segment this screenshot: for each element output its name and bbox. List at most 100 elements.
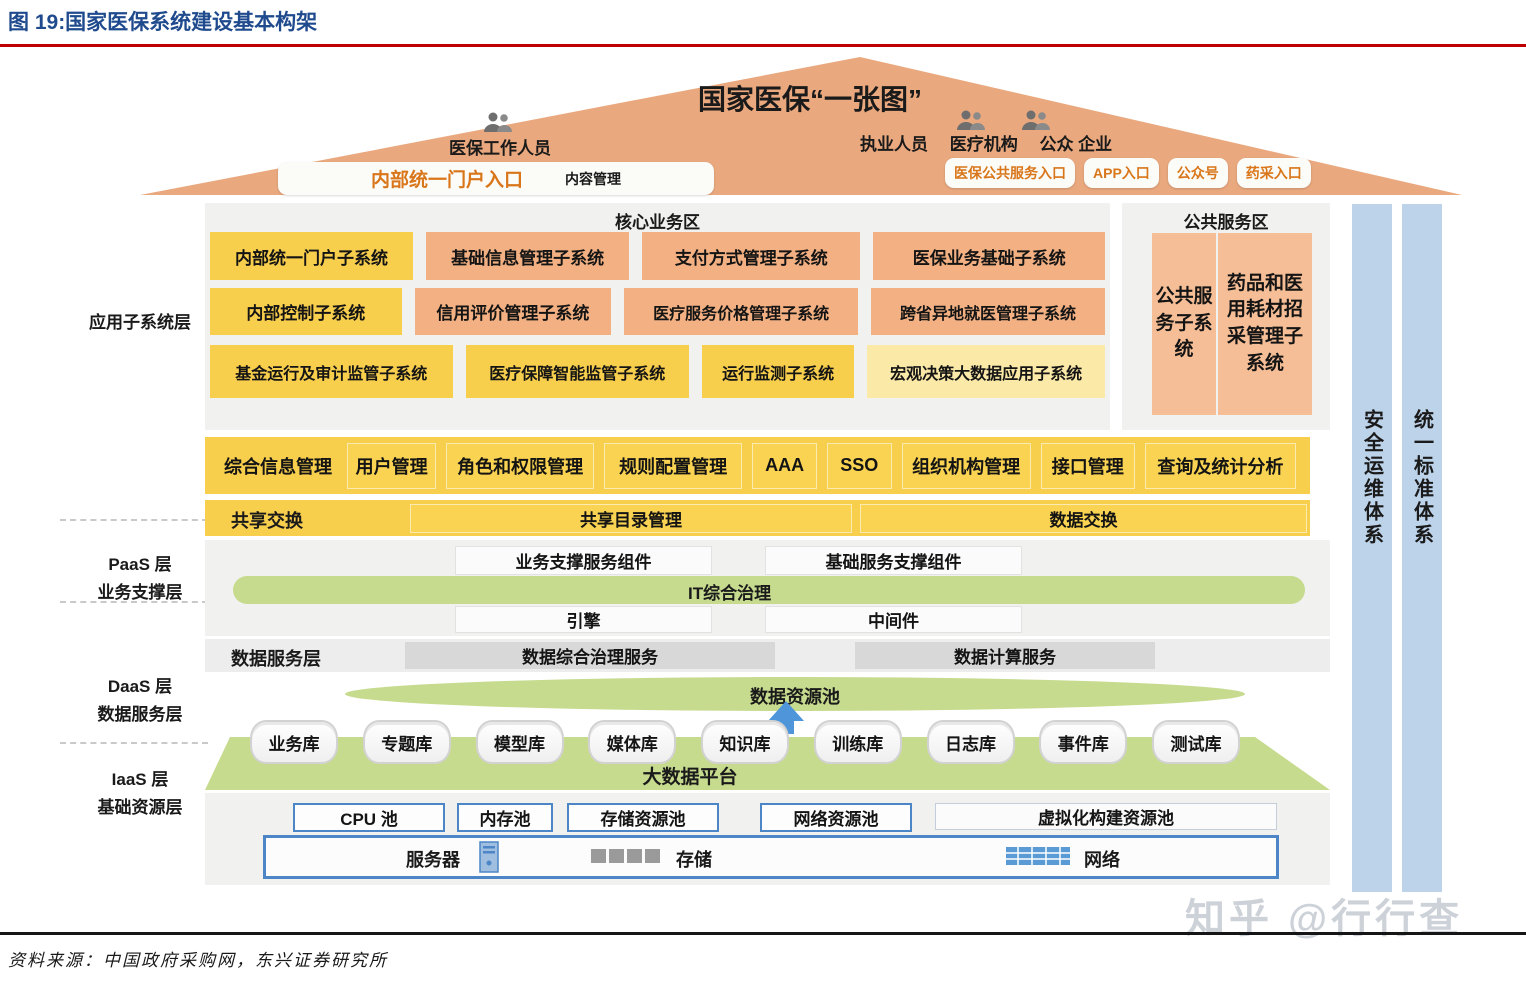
database-cylinder: 知识库	[701, 720, 789, 764]
layer-label-data-service: 数据服务层	[97, 705, 183, 724]
share-exchange-row: 共享交换 共享目录管理 数据交换	[205, 500, 1310, 536]
management-box: 角色和权限管理	[446, 442, 594, 489]
database-cylinder: 模型库	[475, 720, 564, 764]
title-rule	[0, 44, 1526, 47]
network-label: 网络	[1084, 850, 1120, 870]
database-cylinder: 媒体库	[588, 720, 677, 764]
database-cylinder: 测试库	[1152, 720, 1240, 764]
entrance-public-service: 医保公共服务入口	[945, 158, 1075, 188]
server-label: 服务器	[406, 850, 460, 870]
management-box: 规则配置管理	[603, 442, 743, 489]
roof-staff-label: 医保工作人员	[449, 139, 551, 158]
drug-procurement-subsystem-box: 药品和医用耗材招采管理子系统	[1218, 233, 1312, 415]
unified-standard-bar: 统一标准体系	[1402, 204, 1442, 892]
server-icon	[479, 841, 499, 873]
layer-divider	[60, 601, 208, 603]
subsystem-box: 医疗服务价格管理子系统	[624, 288, 859, 335]
subsystem-box: 基金运行及审计监管子系统	[210, 345, 453, 398]
data-exchange-box: 数据交换	[860, 504, 1307, 533]
memory-pool-box: 内存池	[457, 803, 553, 832]
big-data-platform-label: 大数据平台	[642, 767, 738, 788]
subsystem-box: 医保业务基础子系统	[873, 232, 1105, 280]
staff-people-icon	[484, 112, 512, 132]
data-pool-ellipse	[345, 677, 1245, 711]
watermark: 知乎 @行行查	[1185, 897, 1464, 941]
virtualization-pool-box: 虚拟化构建资源池	[935, 803, 1277, 830]
layer-label-application: 应用子系统层	[89, 313, 191, 332]
roof-title: 国家医保“一张图”	[697, 84, 922, 115]
subsystem-box: 基础信息管理子系统	[426, 232, 630, 280]
database-cylinder: 业务库	[250, 720, 338, 764]
core-row-1: 内部统一门户子系统 基础信息管理子系统 支付方式管理子系统 医保业务基础子系统	[210, 232, 1105, 280]
data-service-row: 数据服务层 数据综合治理服务 数据计算服务	[205, 639, 1330, 672]
layer-label-iaas: IaaS 层	[111, 770, 169, 789]
footer-rule	[0, 932, 1526, 935]
management-box: 查询及统计分析	[1144, 442, 1296, 489]
management-box: 用户管理	[346, 442, 437, 489]
engine-box: 引擎	[455, 606, 712, 633]
share-exchange-label: 共享交换	[231, 511, 303, 531]
layer-divider	[60, 742, 208, 744]
subsystem-box: 运行监测子系统	[702, 345, 855, 398]
it-governance-label: IT综合治理	[688, 584, 772, 603]
database-cylinder: 专题库	[362, 720, 451, 764]
subsystem-box: 信用评价管理子系统	[414, 288, 612, 335]
subsystem-box: 宏观决策大数据应用子系统	[867, 345, 1105, 398]
security-operation-label: 安全运维体系	[1360, 409, 1383, 547]
data-computing-service-box: 数据计算服务	[855, 642, 1155, 669]
cpu-pool-box: CPU 池	[293, 803, 445, 832]
internal-portal-pill: 内部统一门户入口 内容管理	[278, 162, 714, 195]
management-box: AAA	[752, 442, 817, 489]
public-service-panel: 公共服务区 公共服务子系统 药品和医用耗材招采管理子系统	[1122, 203, 1330, 430]
data-governance-service-box: 数据综合治理服务	[405, 642, 775, 669]
core-row-2: 内部控制子系统 信用评价管理子系统 医疗服务价格管理子系统 跨省异地就医管理子系…	[210, 288, 1106, 335]
figure-title: 图 19:国家医保系统建设基本构架	[8, 11, 318, 34]
core-row-3: 基金运行及审计监管子系统 医疗保障智能监管子系统 运行监测子系统 宏观决策大数据…	[210, 345, 1105, 398]
up-arrow-icon	[768, 701, 804, 734]
hardware-box: 服务器 存储 网络	[263, 835, 1279, 879]
business-support-components-box: 业务支撑服务组件	[455, 546, 712, 575]
layer-label-daas: DaaS 层	[107, 677, 173, 696]
network-icon	[1006, 847, 1070, 865]
public-service-title: 公共服务区	[1183, 213, 1269, 232]
layer-label-paas: PaaS 层	[108, 555, 172, 574]
data-pool-label: 数据资源池	[750, 687, 840, 707]
subsystem-box: 跨省异地就医管理子系统	[871, 288, 1106, 335]
storage-icon	[591, 849, 660, 863]
core-business-panel: 核心业务区 内部统一门户子系统 基础信息管理子系统 支付方式管理子系统 医保业务…	[205, 203, 1110, 430]
management-box: 组织机构管理	[901, 442, 1031, 489]
unified-standard-label: 统一标准体系	[1410, 409, 1433, 547]
database-cylinder: 训练库	[813, 720, 902, 764]
internal-portal-label: 内部统一门户入口	[370, 170, 523, 191]
storage-label: 存储	[676, 850, 712, 870]
paas-panel: 业务支撑服务组件 基础服务支撑组件 IT综合治理 引擎 中间件	[205, 540, 1330, 636]
share-catalog-box: 共享目录管理	[410, 504, 852, 533]
database-row: 业务库 专题库 模型库 媒体库 知识库 训练库 日志库 事件库 测试库	[250, 720, 1240, 764]
middleware-box: 中间件	[765, 606, 1022, 633]
network-pool-box: 网络资源池	[760, 803, 912, 832]
layer-divider	[60, 519, 208, 521]
management-row-label: 综合信息管理	[223, 456, 332, 477]
entrance-official-account: 公众号	[1167, 158, 1228, 188]
subsystem-box: 内部统一门户子系统	[210, 232, 414, 280]
storage-pool-box: 存储资源池	[567, 803, 719, 832]
entrance-pills: 医保公共服务入口 APP入口 公众号 药采入口	[945, 158, 1311, 188]
layer-label-business-support: 业务支撑层	[97, 583, 183, 602]
roof-users-label: 执业人员 医疗机构 公众 企业	[860, 135, 1113, 154]
security-operation-bar: 安全运维体系	[1352, 204, 1392, 892]
core-business-title: 核心业务区	[615, 213, 700, 232]
practitioner-people-icon	[957, 110, 985, 130]
public-people-icon	[1022, 110, 1050, 130]
database-cylinder: 日志库	[926, 720, 1015, 764]
management-box: 接口管理	[1040, 442, 1135, 489]
iaas-panel: CPU 池 内存池 存储资源池 网络资源池 虚拟化构建资源池 服务器 存储	[205, 793, 1330, 885]
subsystem-box: 内部控制子系统	[210, 288, 402, 335]
management-row: 综合信息管理 用户管理 角色和权限管理 规则配置管理 AAA SSO 组织机构管…	[205, 437, 1310, 494]
entrance-drug-procurement: 药采入口	[1236, 158, 1311, 188]
it-governance-bar: IT综合治理	[233, 576, 1305, 604]
content-management-label: 内容管理	[565, 170, 621, 187]
layer-label-base-resource: 基础资源层	[97, 798, 183, 817]
public-service-subsystem-box: 公共服务子系统	[1152, 233, 1216, 415]
management-box: SSO	[826, 442, 892, 489]
